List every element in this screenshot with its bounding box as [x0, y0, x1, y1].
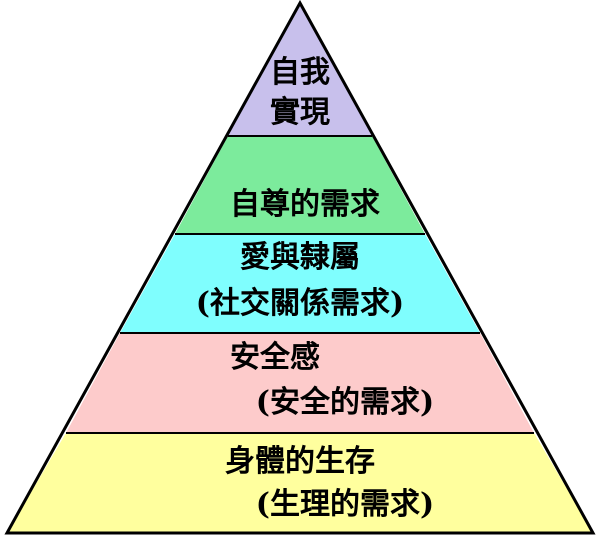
tier-dividers [66, 135, 534, 434]
tier-esteem [175, 136, 425, 234]
tier-love-belonging [120, 234, 480, 333]
pyramid-outline [4, 0, 596, 535]
tier-5-label-line-2: (生理的需求) [256, 487, 434, 522]
tier-safety [66, 333, 534, 433]
tier-4-label-line-2: (安全的需求) [256, 385, 434, 420]
tier-5-label-line-1: 身體的生存 [225, 444, 375, 479]
tier-4-label-line-1: 安全感 [230, 340, 320, 375]
tier-1-label-line-2: 實現 [270, 95, 330, 130]
tier-physiological [7, 433, 593, 533]
tier-2-label: 自尊的需求 [230, 187, 380, 222]
tier-3-label-line-2: (社交關係需求) [196, 286, 404, 321]
tier-3-label-line-1: 愛與隸屬 [240, 240, 360, 275]
tier-1-label-line-1: 自我 [270, 55, 330, 90]
tier-self-actualization [228, 3, 372, 136]
